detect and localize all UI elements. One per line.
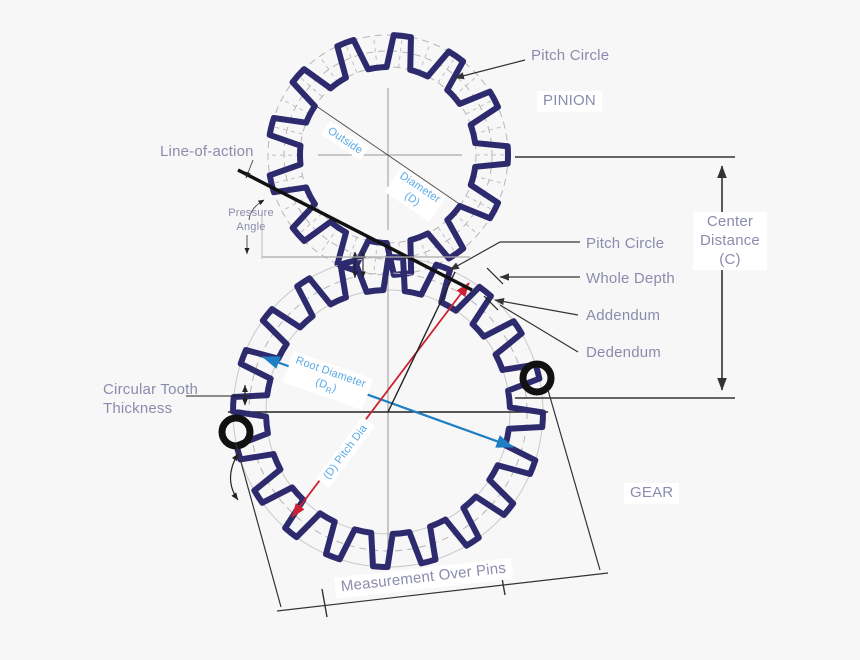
label-line-of-action: Line-of-action [160, 143, 254, 160]
label-center-distance-line3: (C) [719, 250, 741, 268]
label-dedendum: Dedendum [586, 344, 661, 361]
label-pitch-circle-gear: Pitch Circle [586, 235, 665, 252]
label-gear: GEAR [624, 483, 680, 504]
mop-left-extension [235, 443, 282, 608]
addendum-leader [494, 298, 579, 316]
dedendum-leader [499, 304, 579, 353]
pin-right [519, 360, 555, 396]
pinion-group [266, 32, 511, 278]
label-pitch-circle-pinion: Pitch Circle [531, 47, 610, 64]
label-pressure-angle-line1: Pressure [228, 207, 274, 219]
pressure-angle-curve-leader [248, 199, 265, 221]
gear-group [186, 251, 555, 570]
pitch-circle-gear-leader [449, 241, 580, 271]
line-of-action-line [237, 168, 473, 292]
label-whole-depth: Whole Depth [586, 270, 675, 287]
gear-radius-line [387, 271, 456, 413]
addendum-tick [483, 295, 499, 311]
label-addendum: Addendum [586, 307, 661, 324]
tooth-space-arc-arrow [229, 453, 239, 501]
mop-left-tick [321, 588, 328, 618]
label-pressure-angle: Pressure Angle [222, 206, 280, 235]
label-center-distance: Center Distance (C) [693, 212, 767, 271]
line-of-action-leader [245, 159, 254, 179]
label-center-distance-line1: Center [706, 213, 754, 230]
label-center-distance-line2: Distance [700, 231, 760, 249]
pinion-pitch-circle [283, 50, 493, 260]
label-pressure-angle-line2: Angle [236, 221, 266, 234]
label-circular-tooth-thickness-line2: Thickness [103, 399, 173, 417]
pinion-tooth-profile [266, 32, 511, 278]
label-pinion: PINION [537, 91, 602, 112]
pitch-circle-pinion-leader [454, 59, 526, 80]
mop-right-extension [547, 389, 601, 571]
label-circular-tooth-thickness: Circular Tooth Thickness [103, 381, 198, 419]
whole-depth-tick [486, 267, 504, 285]
mop-dimension-line [276, 572, 609, 612]
pitch-diameter-arrow [291, 282, 470, 518]
label-circular-tooth-thickness-line1: Circular Tooth [103, 381, 199, 398]
